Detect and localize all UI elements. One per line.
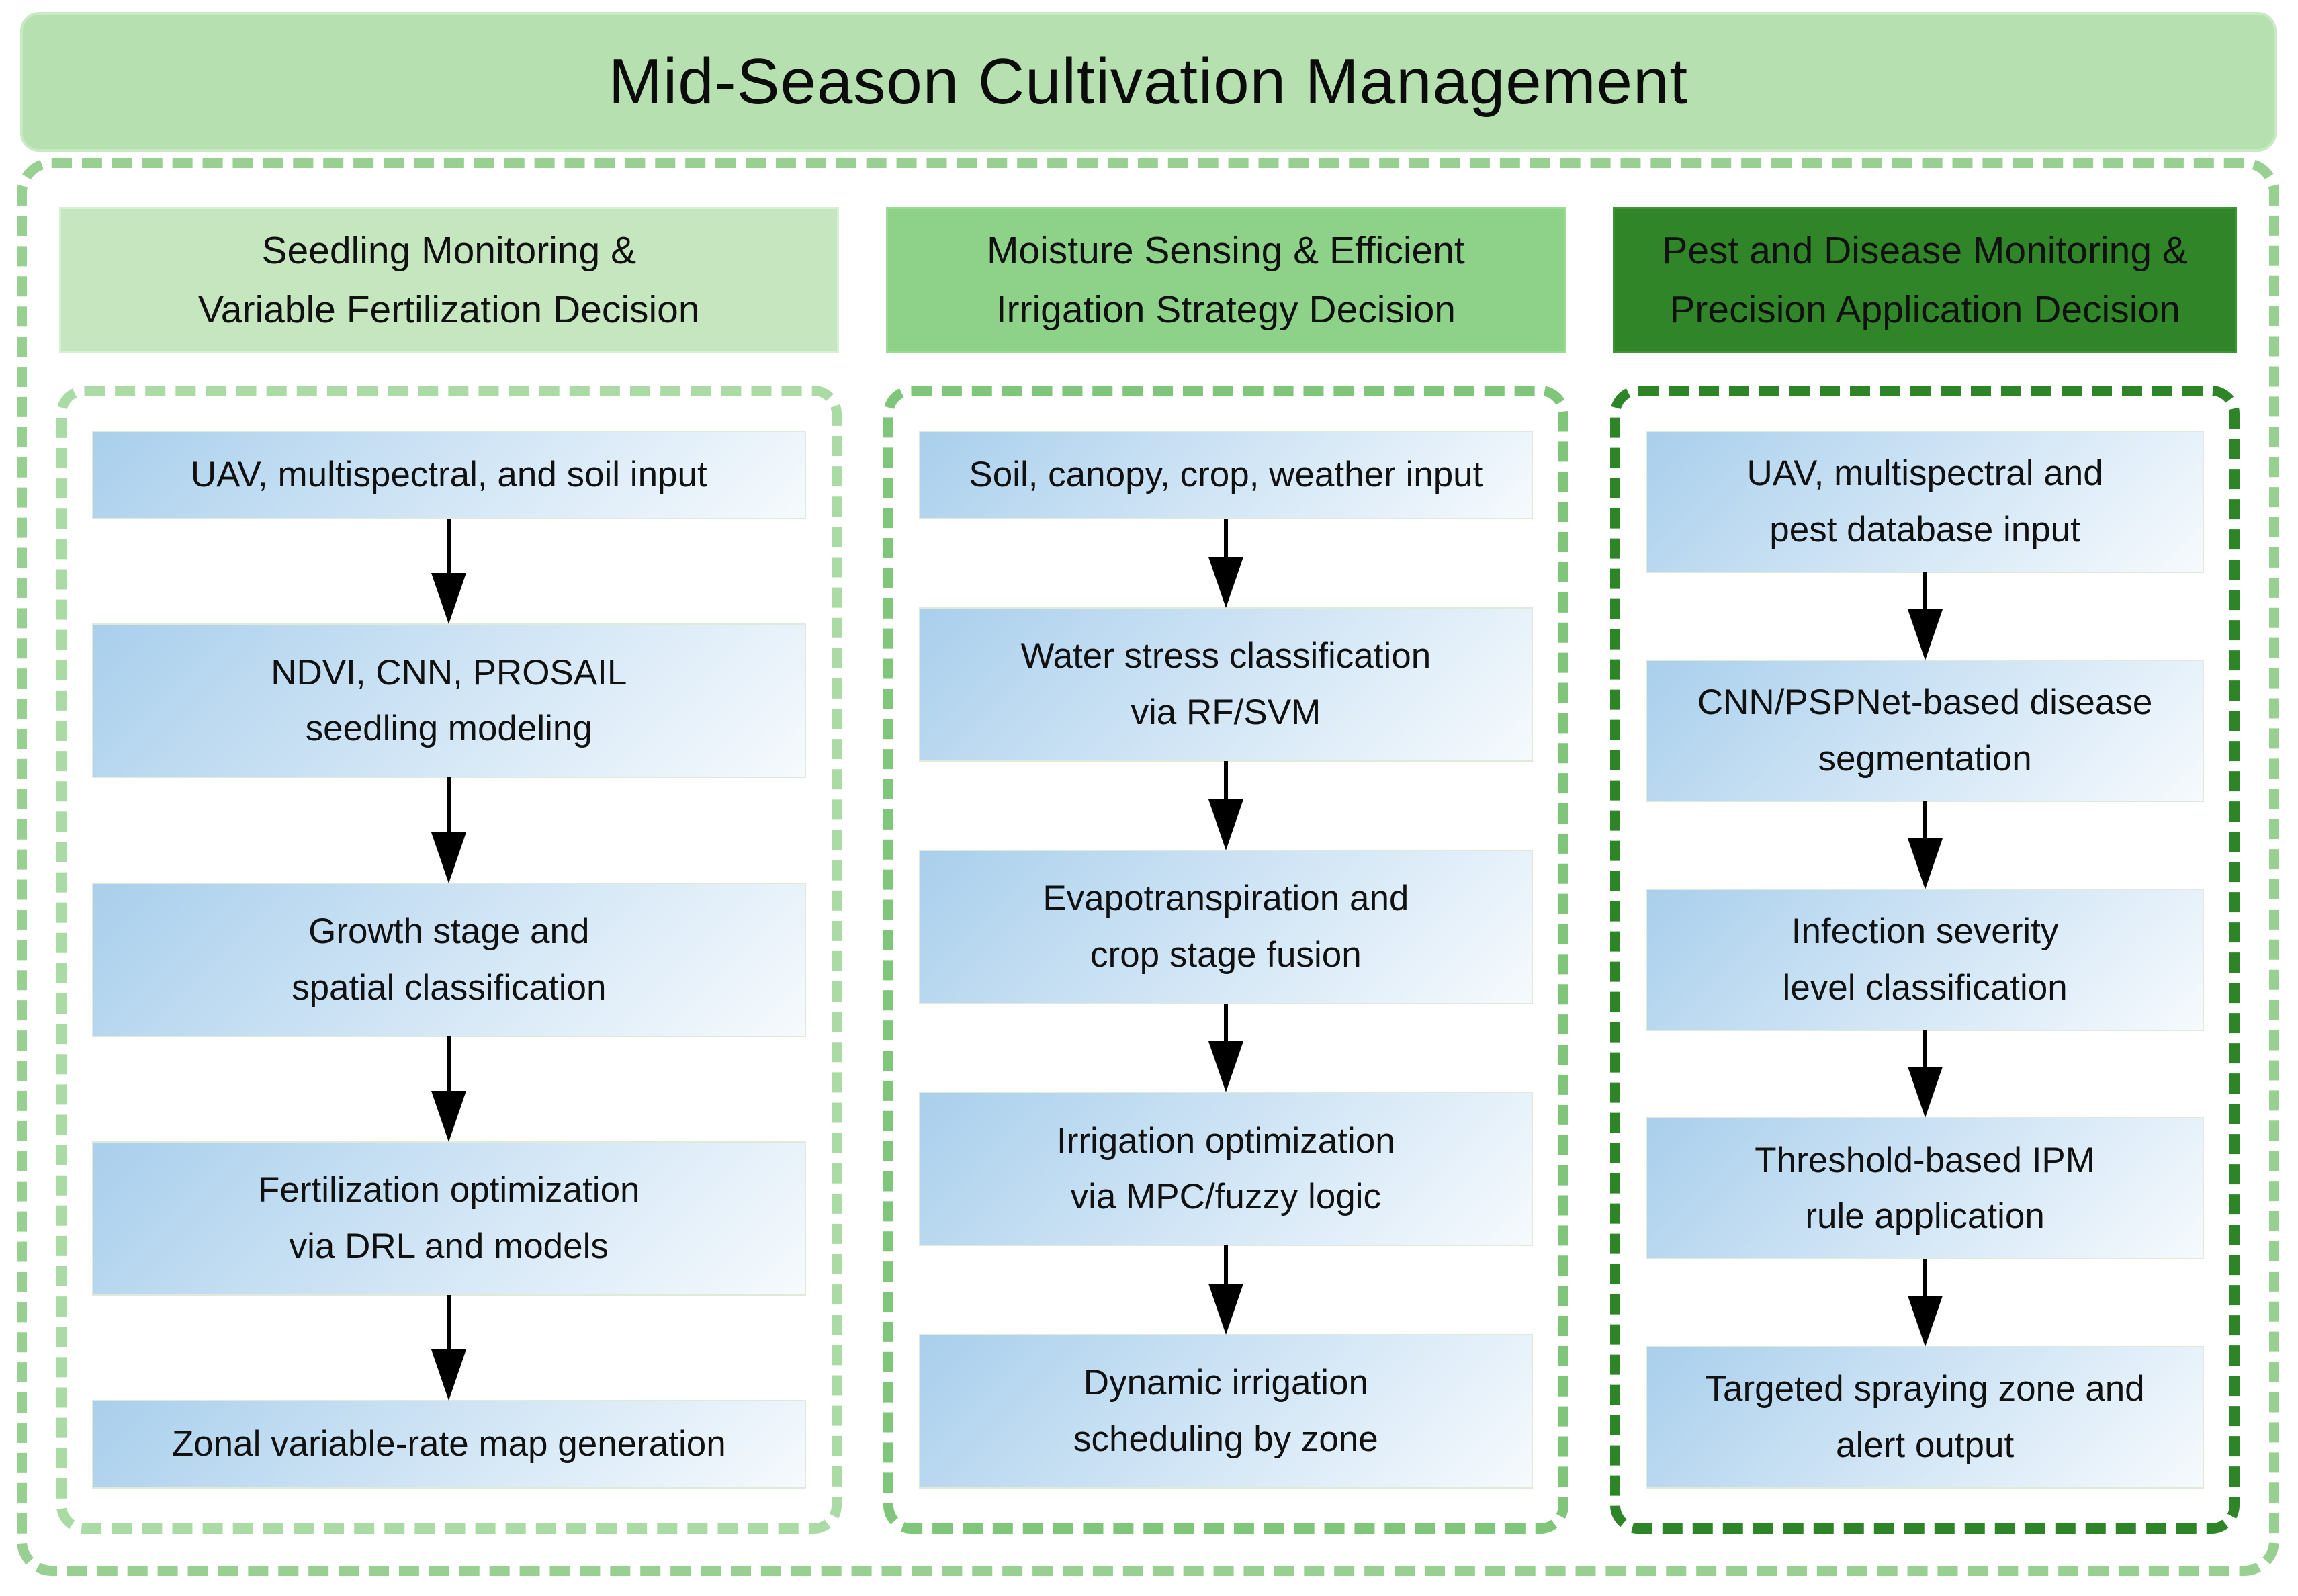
flow-step: Infection severity level classification — [1646, 888, 2204, 1031]
flow-step-line: via RF/SVM — [1131, 692, 1321, 732]
flow-step: Dynamic irrigation scheduling by zone — [918, 1334, 1534, 1489]
column-header-line: Moisture Sensing & Efficient — [986, 228, 1465, 272]
flow-step-line: Soil, canopy, crop, weather input — [969, 455, 1483, 495]
down-arrow-icon — [919, 1245, 1534, 1335]
column-header-line: Seedling Monitoring & — [261, 228, 637, 272]
arrow-head — [1907, 1296, 1943, 1347]
flow-step-line: Zonal variable-rate map generation — [171, 1424, 726, 1464]
pipeline-frame-seedling: UAV, multispectral, and soil input NDVI,… — [56, 386, 842, 1534]
arrow-head — [1208, 799, 1243, 850]
down-arrow-icon — [919, 1003, 1534, 1093]
arrow-stem — [1223, 760, 1228, 803]
flow-step: Fertilization optimization via DRL and m… — [92, 1141, 806, 1296]
arrow-head — [1907, 609, 1943, 660]
flow-step: Water stress classification via RF/SVM — [918, 607, 1534, 762]
flow-step-line: Evapotranspiration and — [1043, 878, 1409, 918]
arrow-stem — [447, 519, 451, 577]
flow-step: Soil, canopy, crop, weather input — [918, 431, 1534, 519]
flow-step: UAV, multispectral and pest database inp… — [1646, 431, 2204, 573]
arrow-head — [431, 1090, 467, 1142]
arrow-stem — [447, 1036, 451, 1094]
down-arrow-icon — [92, 1294, 806, 1401]
flow-step-line: Threshold-based IPM — [1755, 1140, 2095, 1180]
column-header-line: Pest and Disease Monitoring & — [1662, 228, 2188, 272]
arrow-head — [431, 832, 467, 883]
arrow-stem — [1923, 572, 1927, 613]
flow-step-line: crop stage fusion — [1090, 934, 1362, 975]
arrow-stem — [1223, 1245, 1228, 1287]
flow-step-line: pest database input — [1769, 510, 2080, 549]
pipeline-frame-pest: UAV, multispectral and pest database inp… — [1610, 386, 2240, 1534]
down-arrow-icon — [1646, 1259, 2204, 1347]
down-arrow-icon — [919, 760, 1534, 850]
arrow-head — [431, 573, 467, 625]
flow-step-line: seedling modeling — [305, 709, 592, 749]
column-header-line: Variable Fertilization Decision — [197, 288, 700, 331]
arrow-stem — [1923, 1030, 1927, 1071]
flow-step: Targeted spraying zone and alert output — [1646, 1346, 2204, 1489]
flow-step: Irrigation optimization via MPC/fuzzy lo… — [918, 1092, 1534, 1247]
flow-step-line: scheduling by zone — [1073, 1419, 1378, 1459]
arrow-stem — [447, 777, 451, 836]
down-arrow-icon — [919, 519, 1534, 608]
down-arrow-icon — [92, 1036, 806, 1142]
down-arrow-icon — [1646, 801, 2204, 889]
pipeline-frame-moisture: Soil, canopy, crop, weather input Water … — [883, 386, 1569, 1534]
down-arrow-icon — [92, 519, 806, 625]
figure-title-bar: Mid-Season Cultivation Management — [20, 12, 2277, 152]
down-arrow-icon — [1646, 1030, 2204, 1118]
column-header-line: Irrigation Strategy Decision — [996, 288, 1456, 331]
flow-step-line: via MPC/fuzzy logic — [1070, 1177, 1382, 1217]
column-header-pest: Pest and Disease Monitoring & Precision … — [1613, 207, 2237, 353]
arrow-head — [1208, 1041, 1243, 1093]
column-seedling-fertilization: Seedling Monitoring & Variable Fertiliza… — [56, 207, 842, 1534]
down-arrow-icon — [92, 777, 806, 883]
outer-dashed-frame: Seedling Monitoring & Variable Fertiliza… — [17, 158, 2279, 1576]
arrow-stem — [447, 1294, 451, 1353]
down-arrow-icon — [1646, 572, 2204, 660]
arrow-head — [1208, 1284, 1243, 1335]
flow-step-line: alert output — [1836, 1425, 2015, 1465]
flow-step-line: UAV, multispectral, and soil input — [190, 455, 707, 495]
flow-step-line: Water stress classification — [1020, 636, 1431, 676]
flow-step-line: segmentation — [1818, 738, 2032, 779]
flow-step-line: via DRL and models — [289, 1226, 609, 1266]
arrow-head — [1907, 838, 1943, 889]
arrow-stem — [1223, 1003, 1228, 1045]
flow-step-line: Growth stage and — [308, 911, 590, 951]
flow-step-line: Irrigation optimization — [1057, 1120, 1395, 1161]
flow-step-line: rule application — [1805, 1196, 2045, 1237]
flow-step: CNN/PSPNet-based disease segmentation — [1646, 659, 2204, 802]
column-header-line: Precision Application Decision — [1669, 288, 2180, 331]
arrow-stem — [1923, 801, 1927, 842]
column-pest-disease: Pest and Disease Monitoring & Precision … — [1610, 207, 2240, 1534]
flow-step: Growth stage and spatial classification — [92, 882, 806, 1037]
arrow-stem — [1923, 1259, 1927, 1299]
column-header-seedling: Seedling Monitoring & Variable Fertiliza… — [59, 207, 839, 353]
flow-step-line: spatial classification — [292, 967, 607, 1008]
flow-step: Evapotranspiration and crop stage fusion — [918, 849, 1534, 1004]
flow-step-line: level classification — [1782, 967, 2068, 1008]
arrow-head — [431, 1349, 467, 1401]
figure-title: Mid-Season Cultivation Management — [608, 46, 1689, 118]
column-header-moisture: Moisture Sensing & Efficient Irrigation … — [885, 207, 1566, 353]
flow-step-line: UAV, multispectral and — [1747, 453, 2103, 494]
flow-step-line: Dynamic irrigation — [1083, 1363, 1368, 1403]
flow-step: NDVI, CNN, PROSAIL seedling modeling — [92, 623, 806, 779]
arrow-head — [1907, 1067, 1943, 1118]
flow-step-line: Infection severity — [1791, 911, 2059, 951]
flow-step: UAV, multispectral, and soil input — [92, 431, 806, 519]
flow-step: Threshold-based IPM rule application — [1646, 1117, 2204, 1260]
arrow-head — [1208, 556, 1243, 608]
arrow-stem — [1223, 519, 1228, 560]
flow-step: Zonal variable-rate map generation — [92, 1400, 806, 1489]
flow-step-line: NDVI, CNN, PROSAIL — [271, 652, 627, 693]
column-moisture-irrigation: Moisture Sensing & Efficient Irrigation … — [883, 207, 1569, 1534]
flow-step-line: CNN/PSPNet-based disease — [1697, 682, 2153, 723]
flow-step-line: Fertilization optimization — [258, 1170, 640, 1210]
flow-step-line: Targeted spraying zone and — [1705, 1369, 2145, 1409]
